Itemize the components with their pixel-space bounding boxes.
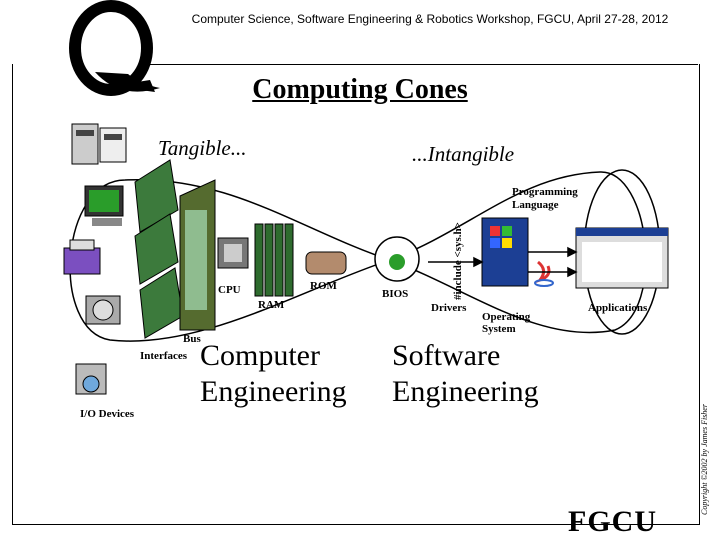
tangible-label: Tangible... [158,136,247,160]
header-title: Computer Science, Software Engineering &… [191,12,669,26]
ram-icon [254,223,294,297]
bios-label: BIOS [382,288,409,300]
cpu-label: CPU [218,284,241,296]
interface-cards-icon [134,159,184,339]
bus-label: Bus [183,333,201,345]
motherboard-icon [179,179,216,331]
arrows [428,246,578,278]
windows-xp-box-icon [481,217,529,287]
computer-tower-icon [71,123,127,165]
drivers-label: Drivers [431,302,467,314]
io-devices-label: I/O Devices [80,408,135,420]
applications-label: Applications [588,302,648,314]
bios-badge-icon [374,236,420,282]
operating-system-label: Operating System [482,311,531,335]
ram-label: RAM [258,299,285,311]
cpu-chip-icon [217,237,249,269]
include-label: #include <sys.h> [452,222,464,300]
slide-frame [12,64,700,525]
computer-engineering-label: Computer Engineering [200,339,347,408]
fgcu-logo: FGCU [568,505,657,538]
frame-top-border [150,64,698,65]
application-window-icon [575,227,669,289]
monitor-icon [84,185,124,226]
copyright-text: Copyright ©2002 by James Fisher [700,404,709,515]
software-engineering-label: Software Engineering [392,339,539,408]
printer-icon [63,239,101,275]
interfaces-label: Interfaces [140,350,188,362]
rom-label: ROM [310,280,337,292]
page-title: Computing Cones [252,74,468,105]
cd-drive-icon [75,363,107,395]
intangible-label: ...Intangible [412,142,515,166]
rom-chip-icon [305,251,347,275]
disk-drive-icon [85,295,121,325]
programming-language-label: Programming Language [512,186,578,211]
java-logo-icon [534,260,554,287]
q-logo [69,0,160,96]
